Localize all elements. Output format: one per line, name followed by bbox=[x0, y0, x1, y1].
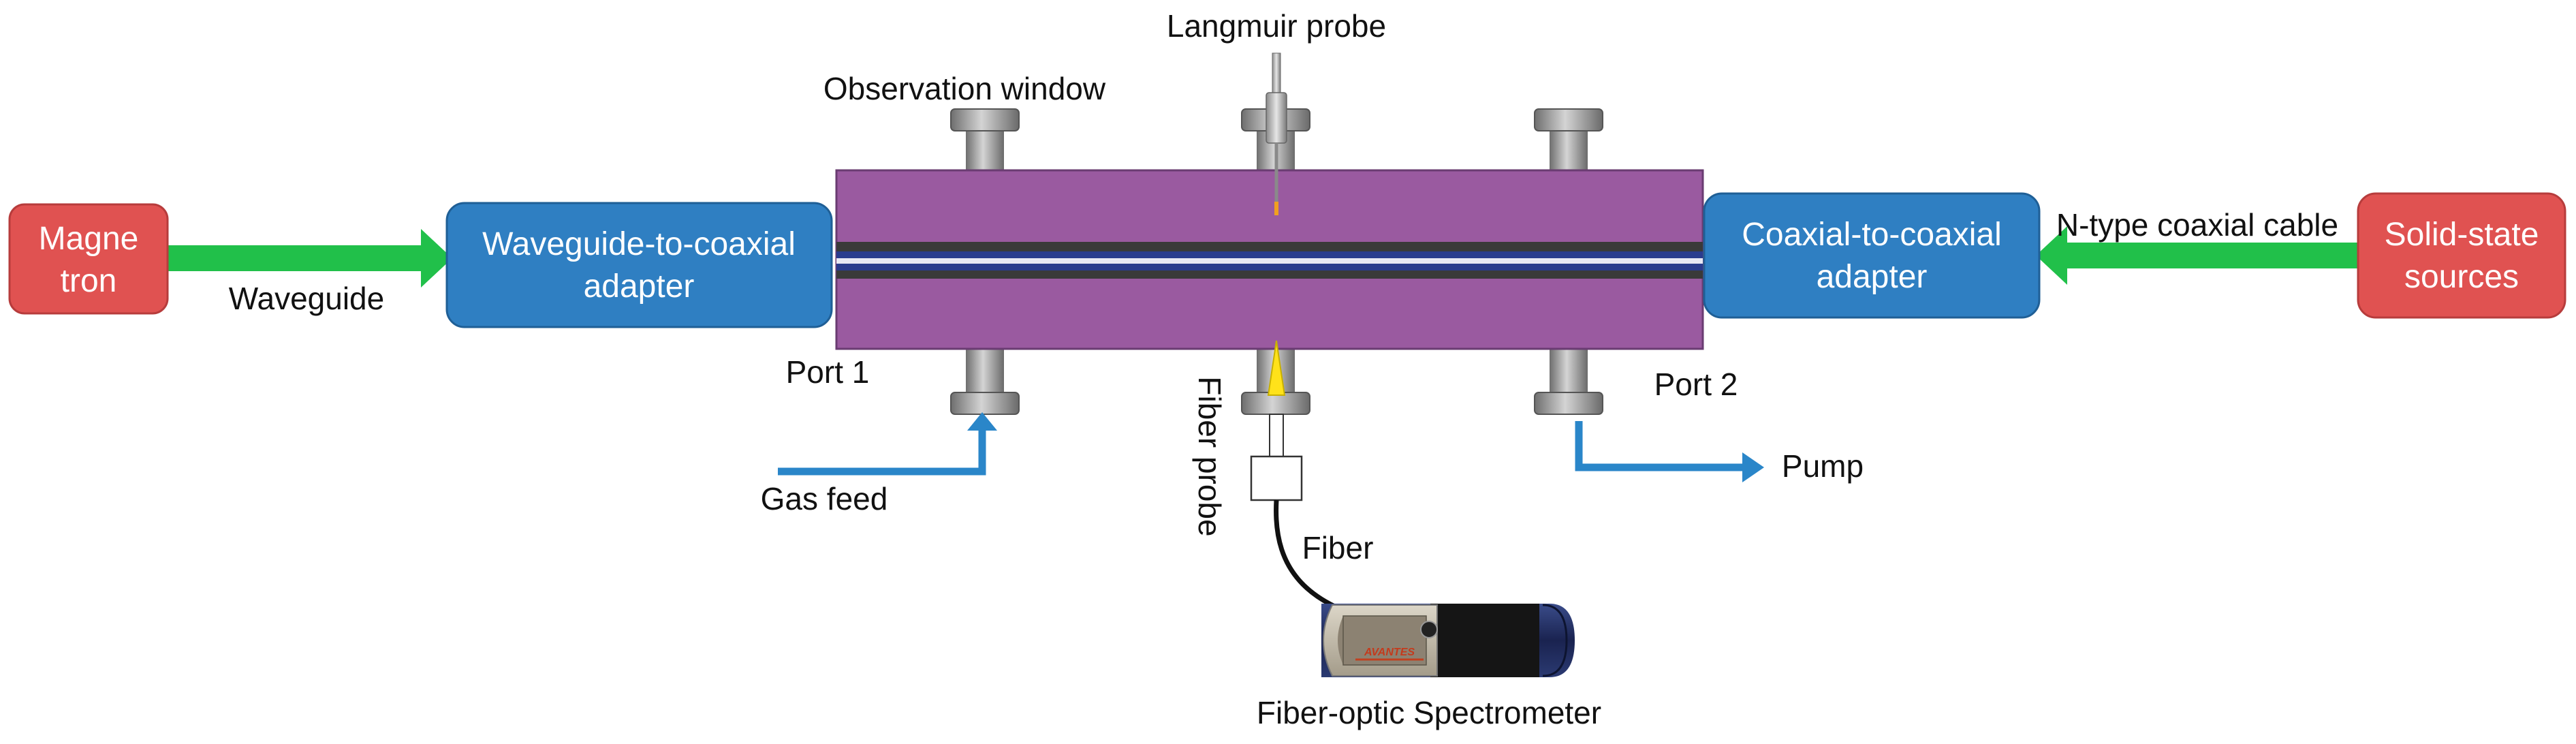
n-type-cable-label: N-type coaxial cable bbox=[2056, 207, 2338, 243]
solid-state-sources-label-line2: sources bbox=[2404, 259, 2519, 295]
waveguide-coax-adapter-label-line1: Waveguide-to-coaxial bbox=[482, 226, 796, 262]
n-type-cable-arrow bbox=[2036, 226, 2360, 285]
flange-icon bbox=[1534, 341, 1603, 415]
waveguide-coax-adapter-box: Waveguide-to-coaxial adapter bbox=[445, 202, 833, 328]
gas-feed-label: Gas feed bbox=[761, 481, 888, 516]
waveguide-arrow bbox=[167, 229, 452, 288]
gas-feed-arrow bbox=[778, 412, 997, 476]
port1-label: Port 1 bbox=[786, 354, 870, 390]
plasma-chamber bbox=[835, 169, 1704, 350]
fiber-probe-label: Fiber probe bbox=[1192, 376, 1227, 536]
solid-state-sources-box: Solid-state sources bbox=[2357, 192, 2566, 319]
pump-label: Pump bbox=[1782, 448, 1864, 484]
flange-icon bbox=[950, 341, 1020, 415]
solid-state-sources-label-line1: Solid-state bbox=[2385, 217, 2539, 253]
waveguide-label: Waveguide bbox=[229, 281, 384, 316]
waveguide-coax-adapter-label-line2: adapter bbox=[584, 268, 695, 305]
fiber-label: Fiber bbox=[1302, 530, 1374, 565]
magnetron-label-line2: tron bbox=[61, 263, 117, 299]
fiber-probe-icon bbox=[1250, 340, 1303, 501]
coax-coax-adapter-label-line1: Coaxial-to-coaxial bbox=[1742, 217, 2002, 253]
coax-coax-adapter-label-line2: adapter bbox=[1817, 259, 1928, 295]
pump-arrow bbox=[1575, 421, 1764, 482]
spectrometer-brand-label: AVANTES bbox=[1364, 647, 1415, 658]
langmuir-probe-label: Langmuir probe bbox=[1167, 8, 1386, 44]
langmuir-probe-icon bbox=[1266, 52, 1287, 215]
port2-label: Port 2 bbox=[1654, 367, 1738, 402]
coax-coax-adapter-box: Coaxial-to-coaxial adapter bbox=[1703, 192, 2041, 319]
spectrometer-device-icon: AVANTES bbox=[1321, 604, 1575, 677]
observation-window-label: Observation window bbox=[823, 71, 1106, 106]
magnetron-label-line1: Magne bbox=[39, 221, 139, 257]
spectrometer-label: Fiber-optic Spectrometer bbox=[1257, 695, 1601, 730]
magnetron-box: Magne tron bbox=[8, 203, 169, 315]
